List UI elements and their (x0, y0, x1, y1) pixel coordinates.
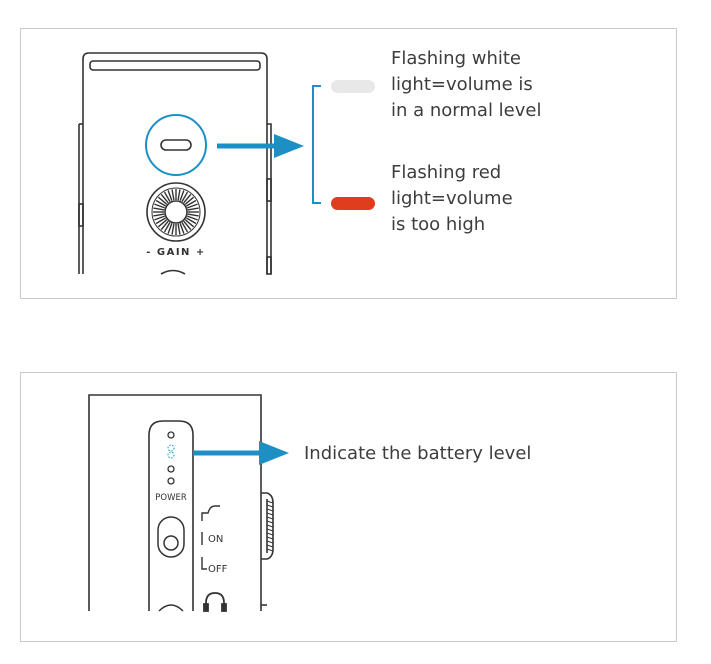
power-switch[interactable] (157, 516, 185, 558)
bracket (312, 85, 321, 204)
switch-positions (201, 505, 220, 570)
switch-on-label: ON (208, 534, 223, 545)
red-light-description: Flashing red light=volume is too high (391, 162, 513, 235)
headphone-icon (203, 592, 227, 612)
recorder-side-body (88, 394, 274, 611)
led-highlight-ring (145, 114, 207, 176)
volume-indicator-panel: - GAIN + Flashing white light=volume is … (20, 28, 677, 299)
white-light-description: Flashing white light=volume is in a norm… (391, 48, 542, 121)
battery-led-column (167, 431, 175, 485)
white-light-swatch (331, 80, 375, 93)
recorder-body (78, 52, 272, 275)
bottom-port (158, 604, 184, 612)
arrow-right-icon (193, 441, 289, 465)
battery-level-description: Indicate the battery level (304, 443, 532, 464)
power-label: POWER (155, 493, 187, 503)
battery-indicator-panel: POWER ON OFF Indicate the battery level (20, 372, 677, 642)
gain-dial[interactable] (146, 182, 206, 242)
red-light-swatch (331, 197, 375, 210)
recorder-top-illustration: - GAIN + (78, 52, 375, 275)
battery-led-active (167, 444, 175, 459)
recorder-side-illustration: POWER ON OFF (88, 394, 289, 612)
switch-off-label: OFF (208, 564, 228, 575)
led-button[interactable] (160, 139, 192, 151)
arrow-right-icon (217, 134, 304, 158)
gain-label: - GAIN + (146, 247, 206, 258)
